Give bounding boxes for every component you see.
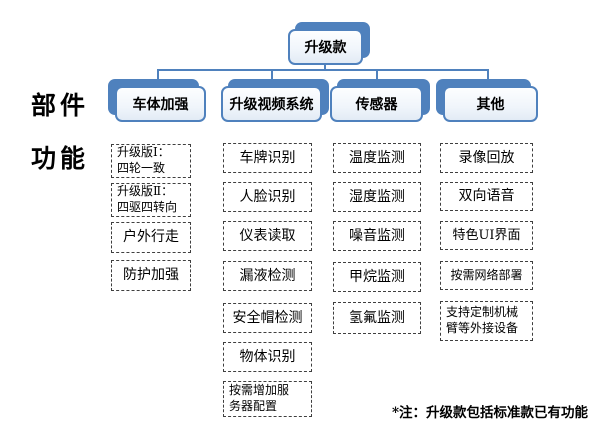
- feature-box: 升级版Ⅱ： 四驱四转向: [111, 183, 191, 217]
- branch-node-box: 升级视频系统: [221, 86, 322, 122]
- root-node-box: 升级款: [288, 29, 363, 65]
- feature-box: 人脸识别: [223, 182, 312, 212]
- feature-box: 温度监测: [333, 143, 421, 173]
- connector-drop-3: [376, 70, 378, 80]
- feature-box: 车牌识别: [223, 143, 312, 173]
- branch-node-body-reinforcement: 车体加强: [108, 79, 206, 122]
- branch-node-sensors: 传感器: [330, 79, 430, 122]
- feature-box: 防护加强: [111, 260, 191, 291]
- connector-drop-4: [487, 70, 489, 80]
- row-label-functions: 功能: [31, 144, 90, 173]
- feature-box: 仪表读取: [223, 221, 312, 251]
- feature-box: 特色UI界面: [440, 221, 533, 250]
- feature-box: 支持定制机械 臂等外接设备: [440, 301, 533, 341]
- branch-node-video-system: 升级视频系统: [221, 79, 329, 122]
- branch-node-box: 车体加强: [115, 86, 206, 122]
- root-node: 升级款: [288, 22, 370, 65]
- footnote: *注：升级款包括标准款已有功能: [391, 405, 588, 421]
- feature-box: 氢氟监测: [333, 302, 421, 334]
- feature-box: 物体识别: [223, 342, 312, 372]
- feature-box: 噪音监测: [333, 221, 421, 251]
- feature-box: 按需网络部署: [440, 261, 533, 290]
- connector-drop-1: [157, 70, 159, 80]
- branch-node-box: 其他: [443, 86, 538, 122]
- branch-node-box: 传感器: [330, 86, 423, 122]
- feature-box: 户外行走: [111, 222, 191, 253]
- connector-drop-2: [271, 70, 273, 80]
- connector-root-stem: [324, 63, 326, 70]
- feature-box: 湿度监测: [333, 182, 421, 212]
- feature-box: 甲烷监测: [333, 262, 421, 292]
- connector-horizontal: [157, 69, 489, 71]
- feature-box: 双向语音: [440, 182, 533, 211]
- feature-box: 录像回放: [440, 143, 533, 173]
- row-label-parts: 部件: [31, 91, 90, 120]
- feature-box: 升级版Ⅰ： 四轮一致: [111, 144, 191, 178]
- feature-box: 漏液检测: [223, 261, 312, 291]
- feature-box: 安全帽检测: [223, 303, 312, 333]
- branch-node-other: 其他: [436, 79, 538, 122]
- feature-box: 按需增加服 务器配置: [223, 381, 312, 417]
